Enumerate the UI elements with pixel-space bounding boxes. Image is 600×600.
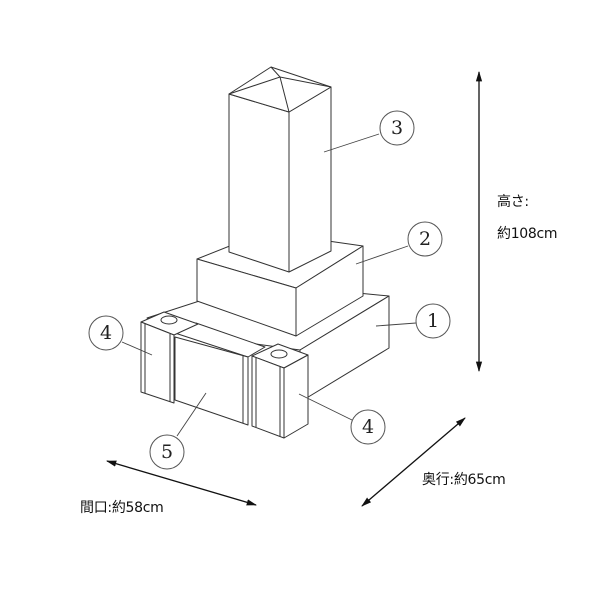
callout-1: 1 bbox=[375, 303, 451, 339]
width-dimension-arrow bbox=[106, 460, 257, 506]
callout-3: 3 bbox=[323, 110, 415, 153]
depth-label: 奥行:約65cm bbox=[422, 472, 506, 488]
width-label: 間口:約58cm bbox=[80, 500, 164, 516]
svg-text:4: 4 bbox=[362, 416, 374, 438]
incense-stand bbox=[174, 322, 266, 426]
pillar-stone bbox=[228, 66, 332, 273]
callout-4-right: 4 bbox=[298, 393, 386, 445]
svg-text:1: 1 bbox=[427, 310, 439, 332]
flower-vase-left bbox=[140, 311, 199, 404]
flower-vase-right bbox=[251, 343, 309, 439]
callout-2: 2 bbox=[355, 221, 443, 265]
svg-text:5: 5 bbox=[161, 441, 173, 463]
svg-text:4: 4 bbox=[100, 322, 112, 344]
height-label: 高さ: bbox=[497, 194, 529, 210]
callout-5: 5 bbox=[149, 392, 207, 470]
svg-text:3: 3 bbox=[391, 117, 403, 139]
depth-dimension-arrow bbox=[361, 417, 466, 507]
callout-4-left: 4 bbox=[88, 315, 153, 356]
height-value: 約108cm bbox=[497, 226, 558, 242]
svg-text:2: 2 bbox=[419, 228, 431, 250]
